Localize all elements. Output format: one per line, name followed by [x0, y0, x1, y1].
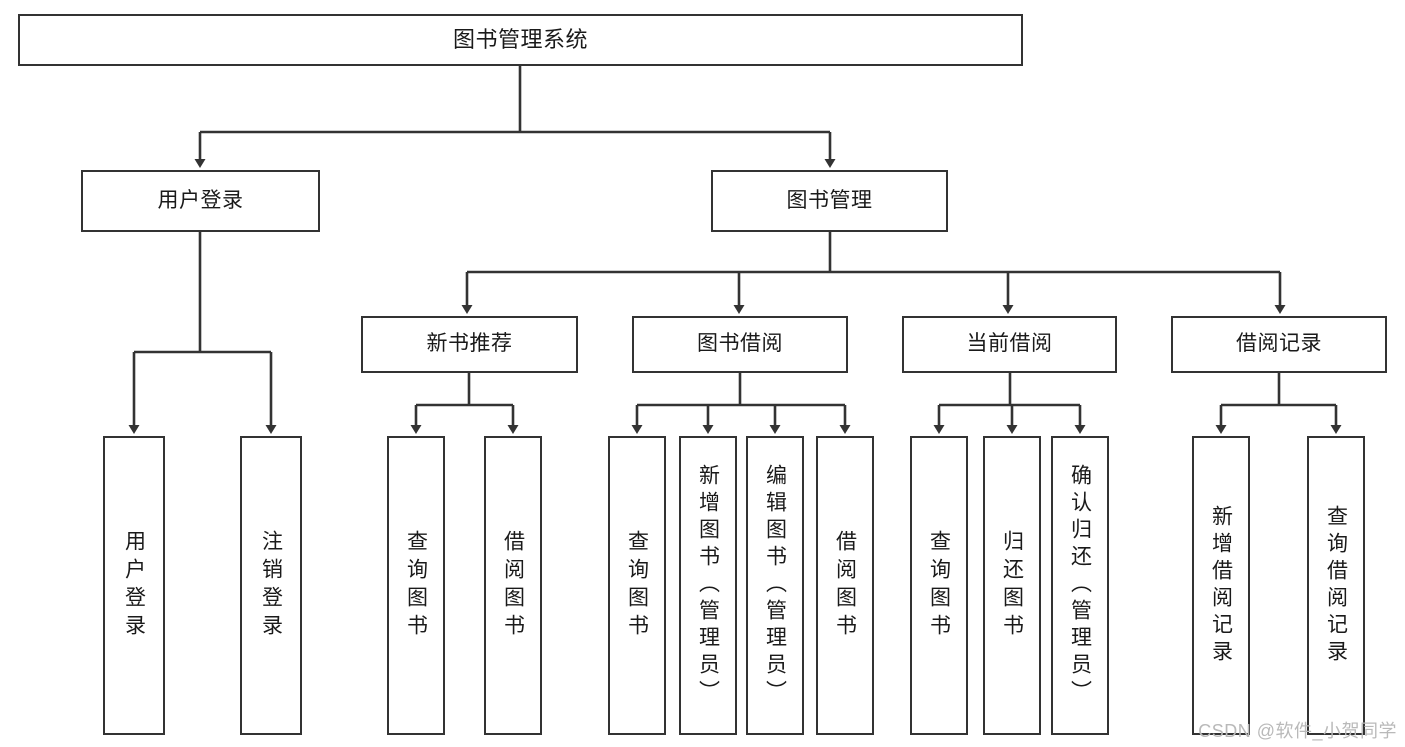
leaf-confirm-return-admin-label: 确认归还（管理员）	[1068, 464, 1092, 707]
leaf-return-book[interactable]: 归还图书	[983, 436, 1041, 735]
node-book-management[interactable]: 图书管理	[711, 170, 948, 232]
leaf-add-book-admin[interactable]: 新增图书（管理员）	[679, 436, 737, 735]
node-user-login-label: 用户登录	[157, 188, 244, 212]
leaf-user-login-label: 用户登录	[122, 529, 146, 642]
node-book-management-label: 图书管理	[786, 188, 873, 212]
node-new-book-recommend-label: 新书推荐	[426, 332, 513, 356]
leaf-add-borrow-record-label: 新增借阅记录	[1209, 504, 1233, 667]
node-current-borrow[interactable]: 当前借阅	[902, 316, 1117, 373]
node-borrow-records-label: 借阅记录	[1236, 332, 1322, 356]
leaf-query-borrow-record-label: 查询借阅记录	[1324, 504, 1348, 667]
leaf-new-borrow-book[interactable]: 借阅图书	[484, 436, 542, 735]
leaf-borrow-query-book[interactable]: 查询图书	[608, 436, 666, 735]
leaf-edit-book-admin-label: 编辑图书（管理员）	[763, 464, 787, 707]
leaf-borrow-book[interactable]: 借阅图书	[816, 436, 874, 735]
leaf-current-query-book[interactable]: 查询图书	[910, 436, 968, 735]
node-new-book-recommend[interactable]: 新书推荐	[361, 316, 578, 373]
leaf-confirm-return-admin[interactable]: 确认归还（管理员）	[1051, 436, 1109, 735]
leaf-current-query-book-label: 查询图书	[927, 529, 951, 642]
leaf-edit-book-admin[interactable]: 编辑图书（管理员）	[746, 436, 804, 735]
node-root[interactable]: 图书管理系统	[18, 14, 1023, 66]
watermark: CSDN @软件_小贺同学	[1198, 721, 1397, 741]
leaf-borrow-query-book-label: 查询图书	[625, 529, 649, 642]
node-root-label: 图书管理系统	[452, 27, 588, 53]
leaf-query-borrow-record[interactable]: 查询借阅记录	[1307, 436, 1365, 735]
leaf-new-borrow-book-label: 借阅图书	[501, 529, 525, 642]
leaf-user-login[interactable]: 用户登录	[103, 436, 165, 735]
node-book-borrow[interactable]: 图书借阅	[632, 316, 848, 373]
node-user-login[interactable]: 用户登录	[81, 170, 320, 232]
leaf-return-book-label: 归还图书	[1000, 529, 1024, 642]
node-borrow-records[interactable]: 借阅记录	[1171, 316, 1387, 373]
node-book-borrow-label: 图书借阅	[697, 332, 783, 356]
leaf-new-query-book[interactable]: 查询图书	[387, 436, 445, 735]
node-current-borrow-label: 当前借阅	[966, 332, 1053, 356]
leaf-add-book-admin-label: 新增图书（管理员）	[696, 464, 720, 707]
leaf-new-query-book-label: 查询图书	[404, 529, 428, 642]
leaf-logout[interactable]: 注销登录	[240, 436, 302, 735]
leaf-borrow-book-label: 借阅图书	[833, 529, 857, 642]
leaf-logout-label: 注销登录	[259, 529, 283, 642]
leaf-add-borrow-record[interactable]: 新增借阅记录	[1192, 436, 1250, 735]
